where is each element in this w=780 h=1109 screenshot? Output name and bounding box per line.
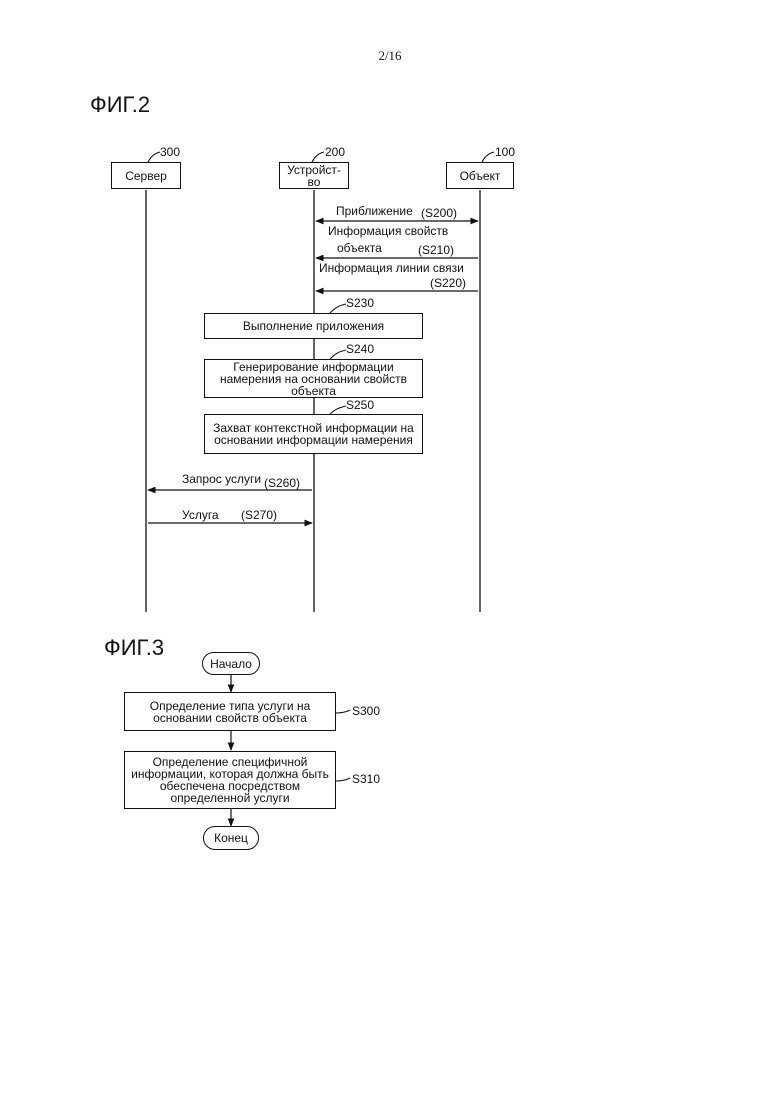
process-s240-step: S240 xyxy=(346,342,374,356)
fig3-step-s300-code: S300 xyxy=(352,704,380,718)
entity-object-ref: 100 xyxy=(495,145,515,159)
leader-100 xyxy=(482,152,494,162)
msg-s270-step: (S270) xyxy=(241,508,277,522)
leader-s250 xyxy=(330,406,346,414)
msg-s260-step: (S260) xyxy=(264,476,300,490)
entity-server-ref: 300 xyxy=(160,145,180,159)
process-s230: Выполнение приложения xyxy=(204,313,423,339)
fig3-step-s310: Определение специфичной информации, кото… xyxy=(124,751,336,809)
fig3-start: Начало xyxy=(202,652,260,675)
process-s230-step: S230 xyxy=(346,296,374,310)
entity-object: Объект xyxy=(446,162,514,189)
leader-s240 xyxy=(330,350,346,359)
msg-s270-text: Услуга xyxy=(182,508,219,522)
msg-s200-text: Приближение xyxy=(336,204,413,218)
process-s250: Захват контекстной информации на основан… xyxy=(204,414,423,454)
msg-s210-step: (S210) xyxy=(418,243,454,257)
process-s240-label: Генерирование информации намерения на ос… xyxy=(213,361,414,397)
entity-server: Сервер xyxy=(111,162,181,189)
fig3-step-s300-label: Определение типа услуги на основании сво… xyxy=(135,700,325,724)
msg-s210-text: Информация свойств xyxy=(328,224,448,238)
msg-s260-text: Запрос услуги xyxy=(182,472,261,486)
leader-200 xyxy=(312,152,324,162)
fig3-step-s310-code: S310 xyxy=(352,772,380,786)
entity-device: Устройст- во xyxy=(279,162,349,189)
entity-server-label: Сервер xyxy=(125,170,167,182)
leader-s300 xyxy=(336,710,350,713)
msg-s220-step: (S220) xyxy=(430,276,466,290)
msg-s200-step: (S200) xyxy=(421,206,457,220)
leader-s230 xyxy=(330,304,346,313)
leader-300 xyxy=(148,152,160,162)
process-s240: Генерирование информации намерения на ос… xyxy=(204,359,423,398)
fig3-end: Конец xyxy=(203,826,259,850)
fig3-step-s300: Определение типа услуги на основании сво… xyxy=(124,692,336,731)
msg-s210-text2: объекта xyxy=(337,241,382,255)
entity-device-ref: 200 xyxy=(325,145,345,159)
msg-s220-text: Информация линии связи xyxy=(319,261,464,275)
entity-device-label: Устройст- во xyxy=(287,164,341,188)
fig3-start-label: Начало xyxy=(210,657,252,671)
process-s250-label: Захват контекстной информации на основан… xyxy=(211,422,416,446)
process-s250-step: S250 xyxy=(346,398,374,412)
entity-object-label: Объект xyxy=(460,170,501,182)
fig3-title: ФИГ.3 xyxy=(104,635,164,661)
fig3-step-s310-label: Определение специфичной информации, кото… xyxy=(131,756,329,804)
leader-s310 xyxy=(336,778,350,781)
process-s230-label: Выполнение приложения xyxy=(243,320,384,332)
fig3-end-label: Конец xyxy=(214,831,248,845)
